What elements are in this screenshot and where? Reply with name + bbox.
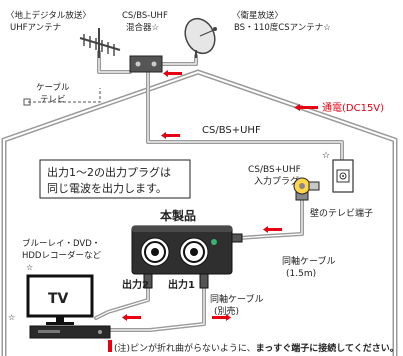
- footnote-strong: まっすぐ端子に接続してください。: [256, 342, 399, 354]
- coax-sep-label-2: (別売): [214, 305, 239, 317]
- bs-antenna-label-1: 〈衛星放送〉: [232, 10, 283, 21]
- flow-arrow-icon: [263, 226, 282, 233]
- output-1-label: 出力1: [168, 278, 195, 291]
- mixer-label-2: 混合器☆: [126, 22, 160, 33]
- footnote-prefix: (注)ピンが折れ曲がらないように、まっすぐ端子に接続してください。: [114, 342, 399, 354]
- cable-tv-label-1: ケーブル: [36, 82, 70, 93]
- input-plug-label-1: CS/BS+UHF: [248, 165, 301, 175]
- power-label: 通電(DC15V): [322, 102, 384, 114]
- wall-terminal-label: 壁のテレビ端子: [310, 207, 373, 219]
- product-label: 本製品: [160, 208, 196, 223]
- input-plug-icon: [293, 177, 320, 201]
- uhf-antenna-label-2: UHFアンテナ: [10, 23, 61, 33]
- uhf-antenna-icon: [79, 28, 121, 58]
- note-box: 出力1～2の出力プラグは 同じ電波を出力します。: [39, 159, 191, 199]
- tv-icon: TV: [26, 274, 94, 325]
- recorder-label-1: ブルーレイ・DVD・: [22, 238, 100, 249]
- satellite-dish-icon: [184, 17, 217, 58]
- top-labels: 〈地上デジタル放送〉 UHFアンテナ CS/BS-UHF 混合器☆ 〈衛星放送〉…: [6, 10, 331, 105]
- coax-main-label-2: (1.5m): [286, 269, 316, 279]
- wall-terminal-icon: [332, 159, 354, 193]
- wall-star: ☆: [322, 151, 330, 161]
- output-2-label: 出力2: [122, 278, 149, 291]
- footnote-head: (注): [114, 342, 130, 354]
- mixer-icon: [129, 55, 163, 73]
- uhf-antenna-label-1: 〈地上デジタル放送〉: [6, 10, 91, 21]
- output-port-1: [179, 237, 209, 267]
- note-box-line-2: 同じ電波を出力します。: [47, 181, 167, 195]
- flow-arrow-icon: [212, 314, 231, 321]
- tv-label: TV: [48, 291, 69, 307]
- cable-tv-marker: [23, 98, 31, 106]
- footnote: (注)ピンが折れ曲がらないように、まっすぐ端子に接続してください。: [108, 340, 399, 354]
- power-led: [211, 239, 217, 245]
- flow-arrow-icon: [163, 70, 182, 77]
- flow-arrow-icon: [294, 104, 318, 111]
- input-plug-label-2: 入力プラグ: [254, 175, 299, 187]
- note-box-line-1: 出力1～2の出力プラグは: [47, 165, 171, 179]
- flow-arrow-icon: [122, 314, 141, 321]
- recorder-icon: [29, 325, 111, 339]
- splitter-device-icon: [131, 225, 243, 275]
- house-outline: [1, 69, 398, 356]
- output-port-2: [140, 237, 170, 267]
- coax-sep-label-1: 同軸ケーブル: [210, 293, 263, 305]
- cables: [28, 50, 344, 332]
- output-plugs: [143, 273, 209, 289]
- flow-arrow-icon: [161, 132, 180, 139]
- recorder-label-2: HDDレコーダーなど: [22, 250, 101, 261]
- tv-star: ☆: [8, 313, 15, 322]
- mixer-label-1: CS/BS-UHF: [122, 11, 168, 21]
- footnote-body: ピンが折れ曲がらないように、: [130, 342, 256, 354]
- coax-main-label-1: 同軸ケーブル: [282, 255, 335, 267]
- flow-arrows: [122, 70, 318, 321]
- recorder-star: ☆: [26, 263, 33, 272]
- cable-tv-label-2: テレビ: [40, 95, 66, 105]
- bs-antenna-label-2: BS・110度CSアンテナ☆: [234, 22, 331, 33]
- signal-label: CS/BS+UHF: [202, 125, 261, 136]
